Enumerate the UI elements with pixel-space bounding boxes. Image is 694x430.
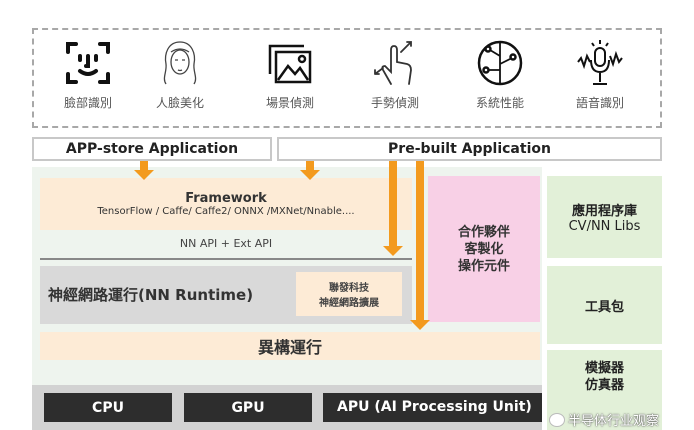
nn-runtime-box: 神經網路運行(NN Runtime) 聯發科技 神經網路擴展 xyxy=(40,266,412,324)
feature-label: 語音識別 xyxy=(575,96,624,110)
use-case-panel xyxy=(32,28,662,128)
wechat-icon xyxy=(549,412,565,427)
arrow-prebuilt-framework xyxy=(300,161,320,180)
libs-line2: CV/NN Libs xyxy=(568,219,641,234)
framework-subtitle: TensorFlow / Caffe/ Caffe2/ ONNX /MXNet/… xyxy=(97,206,355,217)
partner-custom-ops-box: 合作夥伴 客製化 操作元件 xyxy=(428,176,540,322)
api-divider xyxy=(40,258,412,260)
image-gallery-icon xyxy=(268,44,312,84)
nn-runtime-title: 神經網路運行(NN Runtime) xyxy=(48,286,254,304)
heterogeneous-runtime-box: 異構運行 xyxy=(40,332,540,360)
simulator-line2: 仿真器 xyxy=(584,378,624,393)
feature-label: 人臉美化 xyxy=(155,96,204,110)
mediatek-extension-box: 聯發科技 神經網路擴展 xyxy=(296,272,402,316)
toolkit-box: 工具包 xyxy=(547,266,662,344)
woman-face-icon xyxy=(163,41,197,85)
prebuilt-application-box: Pre-built Application xyxy=(277,137,662,161)
extension-line2: 神經網路擴展 xyxy=(319,298,379,309)
gpu-box: GPU xyxy=(184,393,312,422)
feature-label: 場景偵測 xyxy=(265,96,314,110)
hand-gesture-icon xyxy=(374,41,412,85)
framework-title: Framework xyxy=(185,191,267,206)
partner-line2: 客製化 xyxy=(464,241,504,257)
appstore-application-box: APP-store Application xyxy=(32,137,272,161)
partner-line3: 操作元件 xyxy=(457,258,510,274)
arrow-appstore-framework xyxy=(134,161,154,180)
feature-label: 臉部識別 xyxy=(63,96,112,110)
libs-line1: 應用程序庫 xyxy=(571,204,637,219)
face-id-icon xyxy=(66,42,110,84)
feature-face-id: 臉部識別 xyxy=(43,38,133,111)
watermark-text: 半导体行业观察 xyxy=(568,414,660,429)
framework-box: Framework TensorFlow / Caffe/ Caffe2/ ON… xyxy=(40,178,412,230)
simulator-box: 模擬器 仿真器 xyxy=(547,350,662,430)
feature-gesture: 手勢偵測 xyxy=(350,38,440,111)
partner-line1: 合作夥伴 xyxy=(457,224,510,240)
feature-beauty: 人臉美化 xyxy=(135,38,225,111)
cv-nn-libs-box: 應用程序庫 CV/NN Libs xyxy=(547,176,662,258)
toolkit-label: 工具包 xyxy=(584,299,624,315)
watermark: 半导体行业观察 xyxy=(549,410,661,429)
feature-speech: 語音識別 xyxy=(555,38,645,111)
feature-scene: 場景偵測 xyxy=(245,38,335,111)
arrow-prebuilt-hetero xyxy=(410,161,430,330)
cpu-box: CPU xyxy=(44,393,172,422)
feature-performance: 系統性能 xyxy=(455,38,545,111)
feature-label: 手勢偵測 xyxy=(370,96,419,110)
nn-api-label: NN API + Ext API xyxy=(179,237,273,250)
extension-line1: 聯發科技 xyxy=(329,283,369,294)
arrow-prebuilt-runtime xyxy=(383,161,403,256)
apu-box: APU (AI Processing Unit) xyxy=(323,393,542,422)
circuit-icon xyxy=(477,40,523,86)
feature-label: 系統性能 xyxy=(475,96,524,110)
microphone-icon xyxy=(577,40,623,85)
simulator-line1: 模擬器 xyxy=(584,361,624,376)
